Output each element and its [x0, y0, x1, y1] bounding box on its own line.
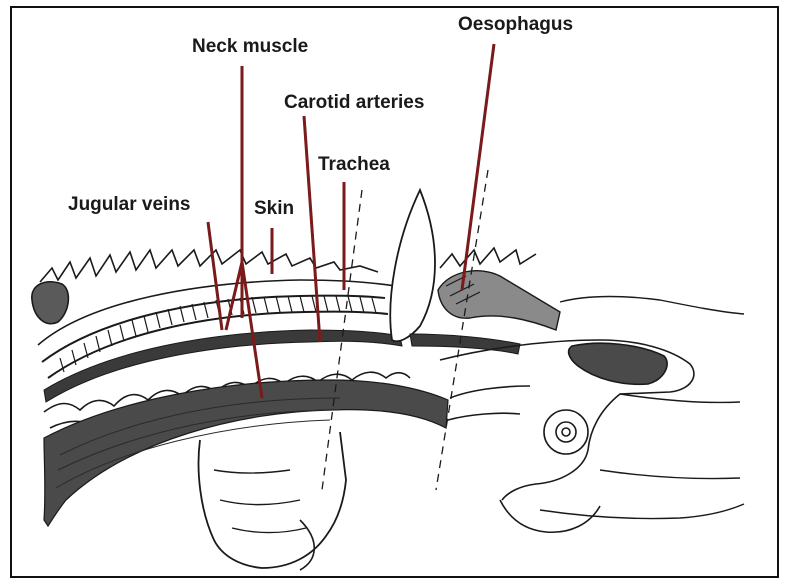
knife — [390, 190, 435, 341]
label-neck-muscle: Neck muscle — [192, 36, 308, 57]
jaw — [448, 386, 530, 420]
ear-shape — [32, 282, 69, 324]
hand-fingers — [214, 470, 306, 533]
label-carotid-arteries: Carotid arteries — [284, 92, 424, 113]
cut-line-right — [436, 170, 488, 490]
hand-right — [540, 297, 744, 519]
head-illustration — [410, 248, 744, 532]
muzzle-dark — [569, 343, 668, 384]
eye-outer — [544, 410, 588, 454]
leader-carotid-arteries — [304, 116, 320, 342]
leader-neck-muscle-c — [226, 262, 242, 330]
vessel-band-right — [410, 334, 520, 354]
fur-fringe — [40, 250, 378, 282]
label-oesophagus: Oesophagus — [458, 14, 573, 35]
eye-mid — [556, 422, 576, 442]
label-jugular-veins: Jugular veins — [68, 194, 191, 215]
labels: Neck muscle Oesophagus Carotid arteries … — [68, 14, 573, 219]
neck-illustration — [32, 250, 448, 570]
head-fur — [440, 248, 536, 268]
thumb — [300, 520, 314, 570]
label-trachea: Trachea — [318, 154, 390, 175]
knife-blade — [390, 190, 435, 341]
cut-section-right — [438, 271, 560, 330]
leader-jugular-veins — [208, 222, 222, 330]
label-skin: Skin — [254, 198, 294, 219]
eye-inner — [562, 428, 570, 436]
